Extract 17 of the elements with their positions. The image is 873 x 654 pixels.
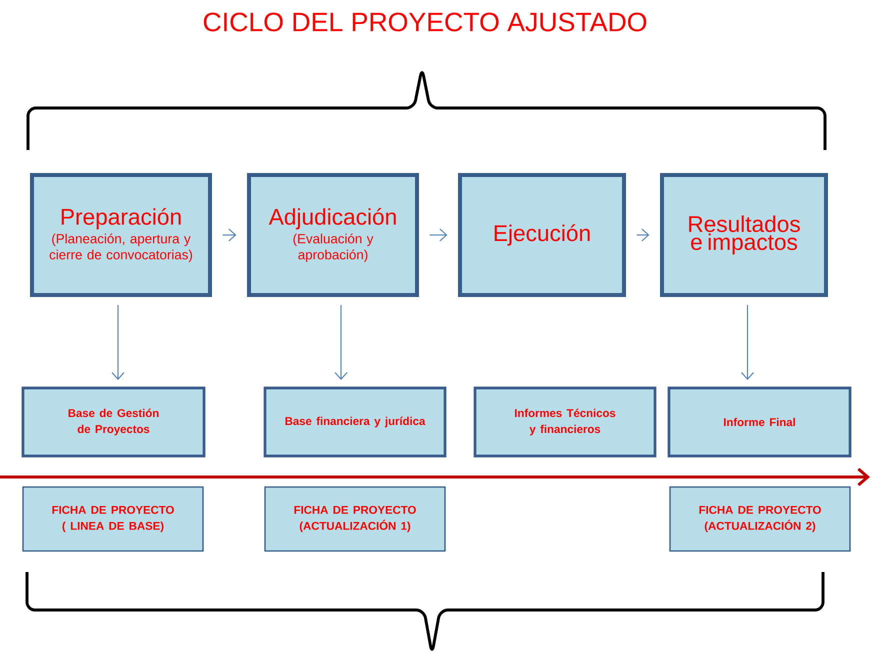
title: CICLO DEL PROYECTO AJUSTADO [204, 12, 646, 32]
arrow [112, 305, 124, 380]
output-box: FICHA DE PROYECTO ( LINEA DE BASE) [22, 486, 204, 552]
process-box: Adjudicación (Evaluación y aprobación) [247, 173, 419, 297]
output-box: Informes Técnicos y financieros [474, 386, 656, 458]
process-box: Preparación (Planeación, apertura y cierre de convocatorias) [30, 173, 212, 297]
arrow [741, 305, 754, 380]
output-box: Informe Final [668, 386, 852, 458]
output-box: Base de Gestión de Proyectos [22, 386, 206, 458]
arrow [430, 228, 448, 242]
output-box: FICHA DE PROYECTO (ACTUALIZACIÓN 2) [669, 486, 851, 552]
arrow [334, 305, 348, 380]
output-box: FICHA DE PROYECTO (ACTUALIZACIÓN 1) [264, 486, 446, 552]
arrow [222, 228, 236, 242]
process-box: Ejecución [458, 173, 626, 297]
process-box: Resultados e impactos [660, 173, 828, 297]
output-box: Base financiera y jurídica [264, 386, 446, 458]
